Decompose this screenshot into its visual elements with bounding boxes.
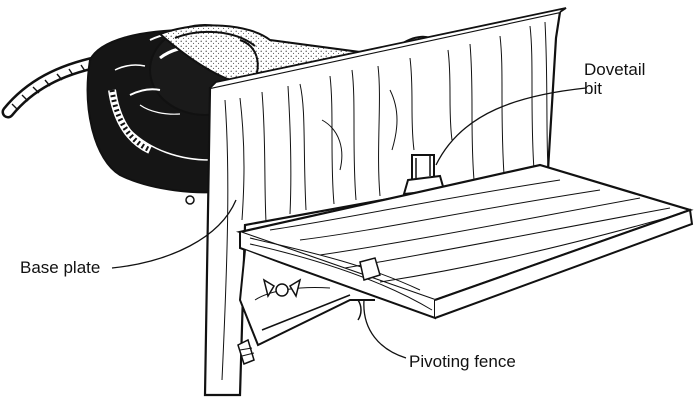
leader-lines	[111, 87, 587, 359]
dovetail-label-line1: Dovetail	[584, 60, 646, 79]
power-cord	[1, 55, 105, 119]
dovetail-bit-label: Dovetail bit	[584, 60, 645, 98]
pivoting-fence-table	[235, 163, 694, 365]
dovetail-bit	[402, 154, 446, 196]
base-plate-board	[203, 7, 567, 397]
dovetail-leader	[435, 87, 587, 166]
pivoting-fence-label: Pivoting fence	[409, 352, 516, 371]
base-plate-label: Base plate	[20, 258, 101, 277]
dovetail-label-line2: bit	[584, 79, 602, 98]
fence-leader	[363, 299, 407, 359]
base-plate-leader	[111, 199, 237, 269]
